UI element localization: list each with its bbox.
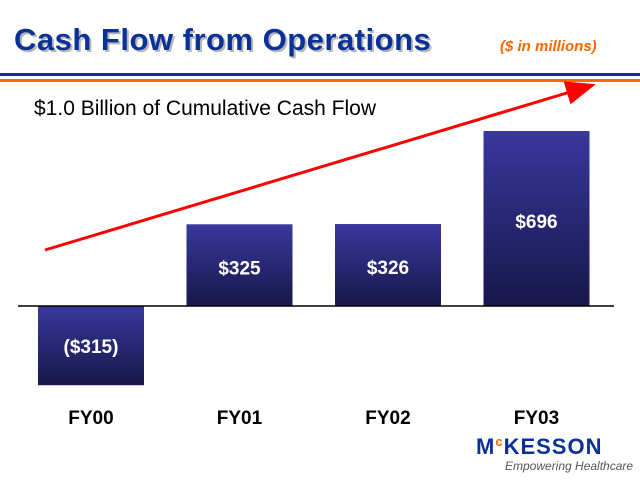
divider-blue <box>0 73 640 76</box>
x-tick-label: FY01 <box>217 408 263 429</box>
bar-fy01 <box>186 224 293 306</box>
x-tick-label: FY00 <box>68 408 113 429</box>
data-label: $325 <box>218 258 261 279</box>
logo-tagline: Empowering Healthcare <box>505 459 634 473</box>
units-label: ($ in millions) <box>500 38 597 55</box>
bar-fy03 <box>483 131 590 306</box>
mckesson-logo: McKESSON <box>476 434 603 459</box>
bar-fy00 <box>38 306 144 386</box>
x-tick-label: FY02 <box>365 408 410 429</box>
divider-orange <box>0 79 640 82</box>
bar-fy02 <box>335 224 441 306</box>
chart-subtitle: $1.0 Billion of Cumulative Cash Flow <box>34 97 376 120</box>
data-label: $696 <box>515 212 557 233</box>
page-title: Cash Flow from Operations <box>14 22 432 57</box>
data-label: ($315) <box>64 337 119 358</box>
x-tick-label: FY03 <box>514 408 559 429</box>
trend-arrow <box>44 81 596 252</box>
data-label: $326 <box>367 258 409 279</box>
